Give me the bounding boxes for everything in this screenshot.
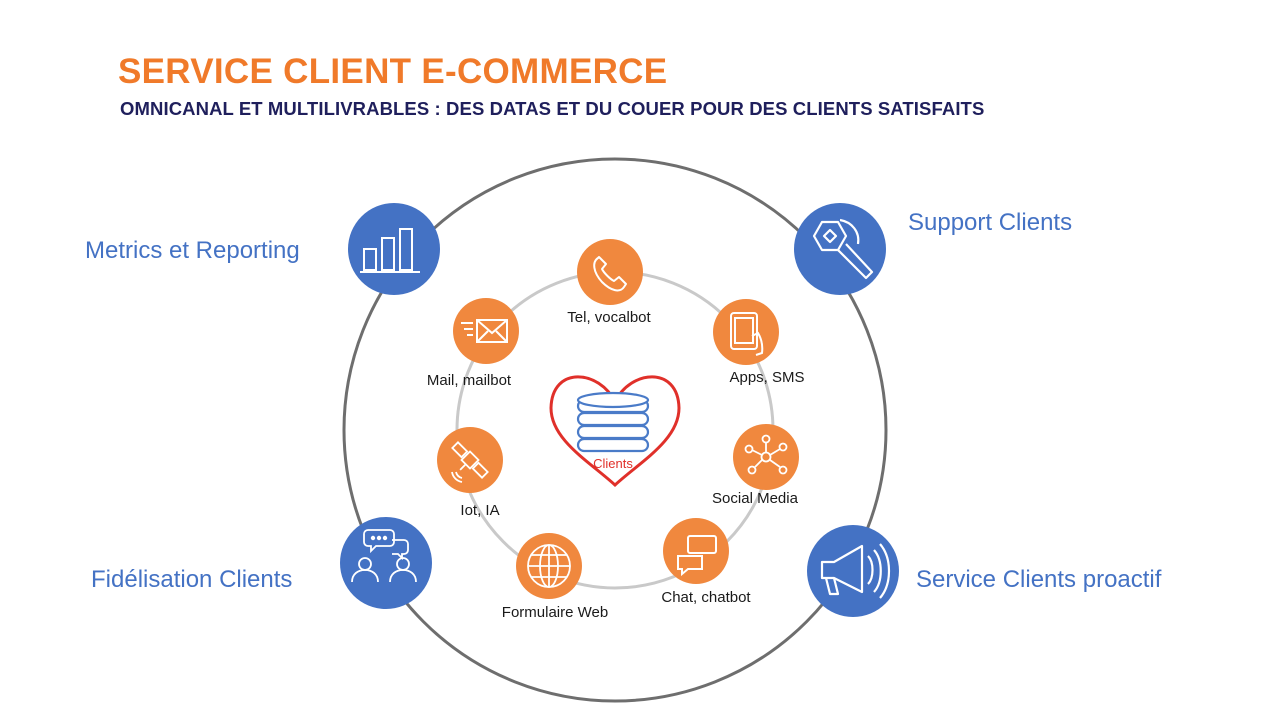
phone-icon xyxy=(593,256,627,292)
outer-label-support: Support Clients xyxy=(908,209,1072,236)
outer-ring xyxy=(342,157,888,703)
channel-label-apps: Apps, SMS xyxy=(729,369,804,386)
outer-label-proactif: Service Clients proactif xyxy=(916,566,1162,593)
satellite-icon xyxy=(451,441,489,483)
page-subtitle: OMNICANAL ET MULTILIVRABLES : DES DATAS … xyxy=(120,98,985,119)
channel-node-tel[interactable] xyxy=(577,239,643,305)
channel-label-iot: Iot, IA xyxy=(460,502,499,519)
network-icon xyxy=(744,434,788,475)
center-heart: Clients xyxy=(549,375,681,488)
megaphone-icon xyxy=(820,543,891,599)
outer-label-metrics: Metrics et Reporting xyxy=(85,237,300,264)
channel-node-mail[interactable] xyxy=(453,298,519,364)
chat-icon xyxy=(677,535,717,577)
channel-label-social: Social Media xyxy=(712,490,799,507)
outer-node-support[interactable] xyxy=(794,203,886,295)
bar-chart-icon xyxy=(360,228,420,273)
channel-label-chat: Chat, chatbot xyxy=(661,589,751,606)
channel-label-formulaire: Formulaire Web xyxy=(502,604,608,621)
outer-label-fidelisation: Fidélisation Clients xyxy=(91,566,292,593)
center-label: Clients xyxy=(593,456,633,471)
outer-node-fidelisation[interactable] xyxy=(340,517,432,609)
wrench-icon xyxy=(812,218,874,280)
channel-node-chat[interactable] xyxy=(663,518,729,584)
people-chat-icon xyxy=(351,529,417,583)
channel-label-mail: Mail, mailbot xyxy=(427,372,512,389)
channel-node-iot[interactable] xyxy=(437,427,503,493)
channel-label-tel: Tel, vocalbot xyxy=(567,309,651,326)
tablet-icon xyxy=(730,312,764,356)
mail-icon xyxy=(461,319,508,343)
database-icon xyxy=(576,391,650,453)
page-title: SERVICE CLIENT E-COMMERCE xyxy=(118,52,668,91)
channel-node-apps[interactable] xyxy=(713,299,779,365)
outer-node-proactif[interactable] xyxy=(807,525,899,617)
channel-node-formulaire[interactable] xyxy=(516,533,582,599)
outer-node-metrics[interactable] xyxy=(348,203,440,295)
globe-icon xyxy=(527,544,571,588)
channel-node-social[interactable] xyxy=(733,424,799,490)
